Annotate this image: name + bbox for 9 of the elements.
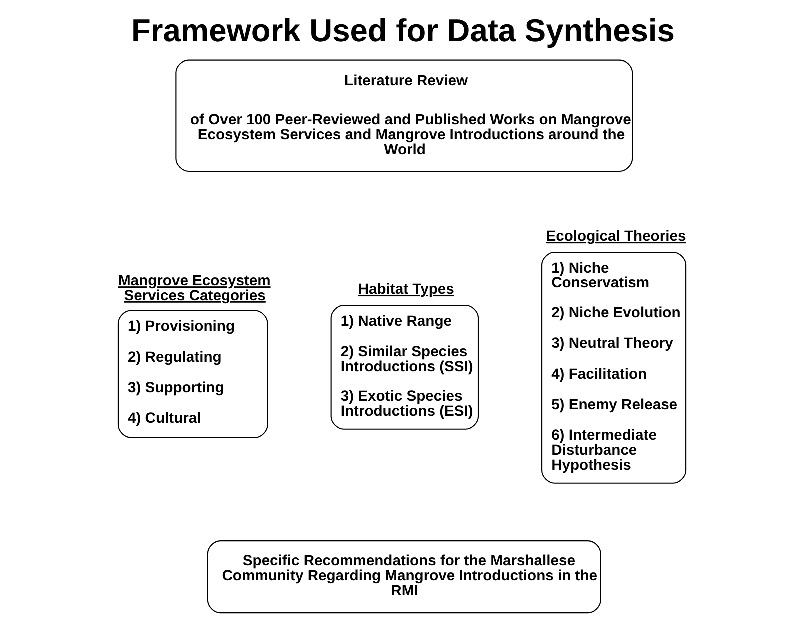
node-label: Mangrove Ecosystem Services Categories bbox=[118, 274, 271, 304]
diagram-title: Framework Used for Data Synthesis bbox=[131, 12, 675, 48]
node-label: Ecological Theories bbox=[546, 229, 686, 246]
node-box: 1) Provisioning 2) Regulating 3) Supporting 4) Cultural bbox=[118, 310, 268, 438]
node-box: 1) Niche Conservatism 2) Niche Evolution 3) Neutral Theory 4) Facilitation 5) Enemy Release 6) Intermediate Disturbance Hypothesis bbox=[542, 252, 687, 484]
node-box: Literature Review of Over 100 Peer-Reviewed and Published Works on Mangrove Ecosystem Services and Mangrove Introductions around the World bbox=[176, 60, 634, 172]
node-box: 1) Native Range 2) Similar Species Introductions (SSI) 3) Exotic Species Introductions (ESI) bbox=[330, 304, 480, 430]
node-label: Habitat Types bbox=[358, 282, 454, 298]
node-box: Specific Recommendations for the Marshallese Community Regarding Mangrove Introductions in the RMI bbox=[207, 540, 602, 614]
